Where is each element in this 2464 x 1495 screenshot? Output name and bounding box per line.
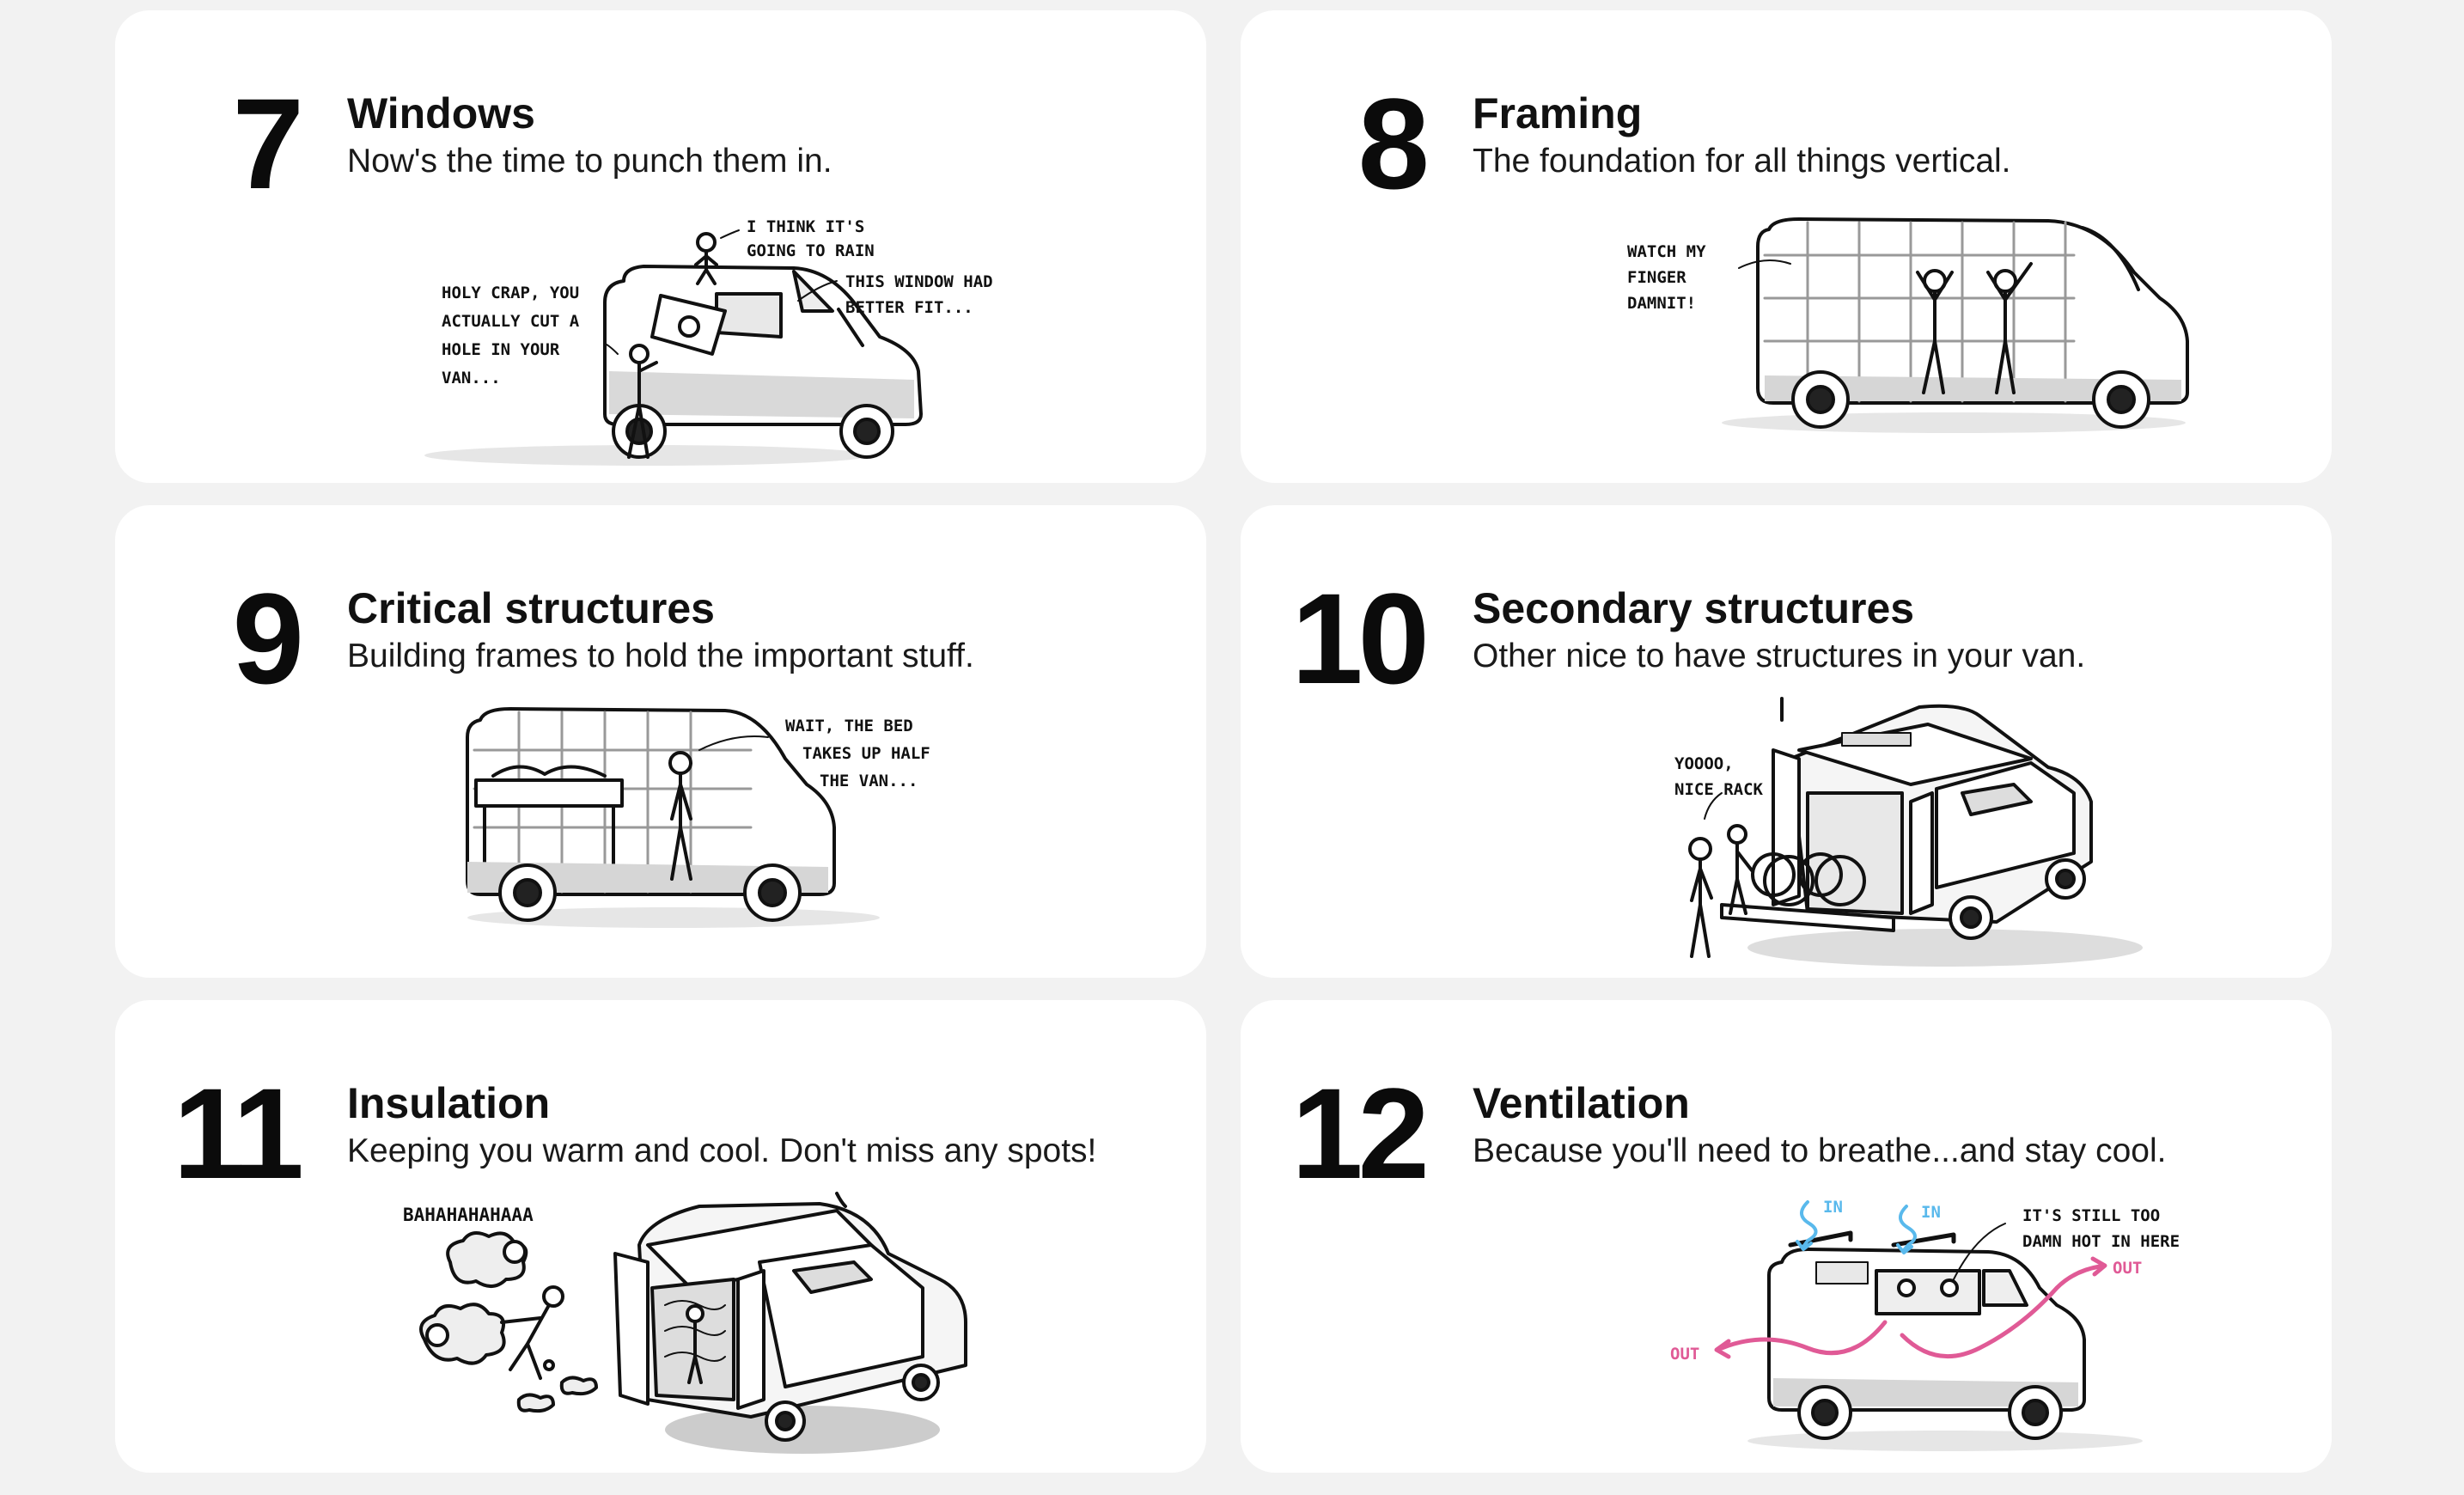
speech-note: DAMN HOT IN HERE xyxy=(2022,1232,2180,1251)
van-windows-illustration: I THINK IT'S GOING TO RAIN HOLY CRAP, YO… xyxy=(313,199,1086,474)
speech-note: WAIT, THE BED xyxy=(785,717,913,735)
airflow-in-label: IN xyxy=(1921,1203,1941,1222)
step-card-windows: 7 Windows Now's the time to punch them i… xyxy=(115,10,1206,483)
airflow-in-label: IN xyxy=(1823,1198,1843,1217)
airflow-out-label: OUT xyxy=(2113,1259,2142,1278)
speech-note: THE VAN... xyxy=(820,772,918,790)
step-card-secondary-structures: 10 Secondary structures Other nice to ha… xyxy=(1241,505,2332,978)
step-title: Windows xyxy=(347,89,535,137)
speech-note: DAMNIT! xyxy=(1627,294,1696,313)
speech-note: THIS WINDOW HAD xyxy=(845,272,993,291)
step-number: 8 xyxy=(1357,71,1430,216)
speech-note: FINGER xyxy=(1627,268,1686,287)
step-title: Insulation xyxy=(347,1079,551,1127)
van-bike-rack-illustration: YOOOO, NICE RACK xyxy=(1516,697,2289,973)
speech-note: WATCH MY xyxy=(1627,242,1706,261)
step-number: 10 xyxy=(1291,566,1430,711)
step-subtitle: Other nice to have structures in your va… xyxy=(1473,638,2086,674)
step-title: Framing xyxy=(1473,89,1643,137)
speech-note: ACTUALLY CUT A xyxy=(442,312,580,331)
speech-note: HOLY CRAP, YOU xyxy=(442,284,579,302)
speech-note: TAKES UP HALF xyxy=(802,744,930,763)
step-subtitle: Keeping you warm and cool. Don't miss an… xyxy=(347,1132,1097,1169)
speech-note: BAHAHAHAHAAA xyxy=(403,1205,534,1225)
speech-note: NICE RACK xyxy=(1674,780,1764,799)
speech-note: BETTER FIT... xyxy=(845,298,973,317)
step-title: Secondary structures xyxy=(1473,584,1915,632)
step-number: 12 xyxy=(1291,1061,1430,1205)
step-subtitle: Because you'll need to breathe...and sta… xyxy=(1473,1132,2167,1169)
step-number: 9 xyxy=(232,566,304,711)
speech-note: HOLE IN YOUR xyxy=(442,340,560,359)
step-subtitle: The foundation for all things vertical. xyxy=(1473,143,2011,180)
van-bed-frame-illustration: WAIT, THE BED TAKES UP HALF THE VAN... xyxy=(442,699,1129,956)
step-subtitle: Now's the time to punch them in. xyxy=(347,143,833,180)
step-card-critical-structures: 9 Critical structures Building frames to… xyxy=(115,505,1206,978)
van-ventilation-illustration: IT'S STILL TOO DAMN HOT IN HERE IN IN OU… xyxy=(1507,1185,2280,1468)
speech-note: YOOOO, xyxy=(1674,754,1734,773)
speech-note: GOING TO RAIN xyxy=(747,241,875,260)
step-card-insulation: 11 Insulation Keeping you warm and cool.… xyxy=(115,1000,1206,1473)
airflow-out-label: OUT xyxy=(1670,1345,1699,1364)
step-number: 11 xyxy=(173,1061,304,1205)
step-subtitle: Building frames to hold the important st… xyxy=(347,638,974,674)
van-framing-illustration: WATCH MY FINGER DAMNIT! xyxy=(1481,204,2254,461)
step-card-ventilation: 12 Ventilation Because you'll need to br… xyxy=(1241,1000,2332,1473)
speech-note: VAN... xyxy=(442,369,501,387)
speech-note: I THINK IT'S xyxy=(747,217,864,236)
step-title: Ventilation xyxy=(1473,1079,1690,1127)
step-number: 7 xyxy=(232,71,304,216)
step-title: Critical structures xyxy=(347,584,715,632)
step-card-framing: 8 Framing The foundation for all things … xyxy=(1241,10,2332,483)
van-insulation-illustration: BAHAHAHAHAAA xyxy=(390,1192,1163,1468)
speech-note: IT'S STILL TOO xyxy=(2022,1206,2160,1225)
